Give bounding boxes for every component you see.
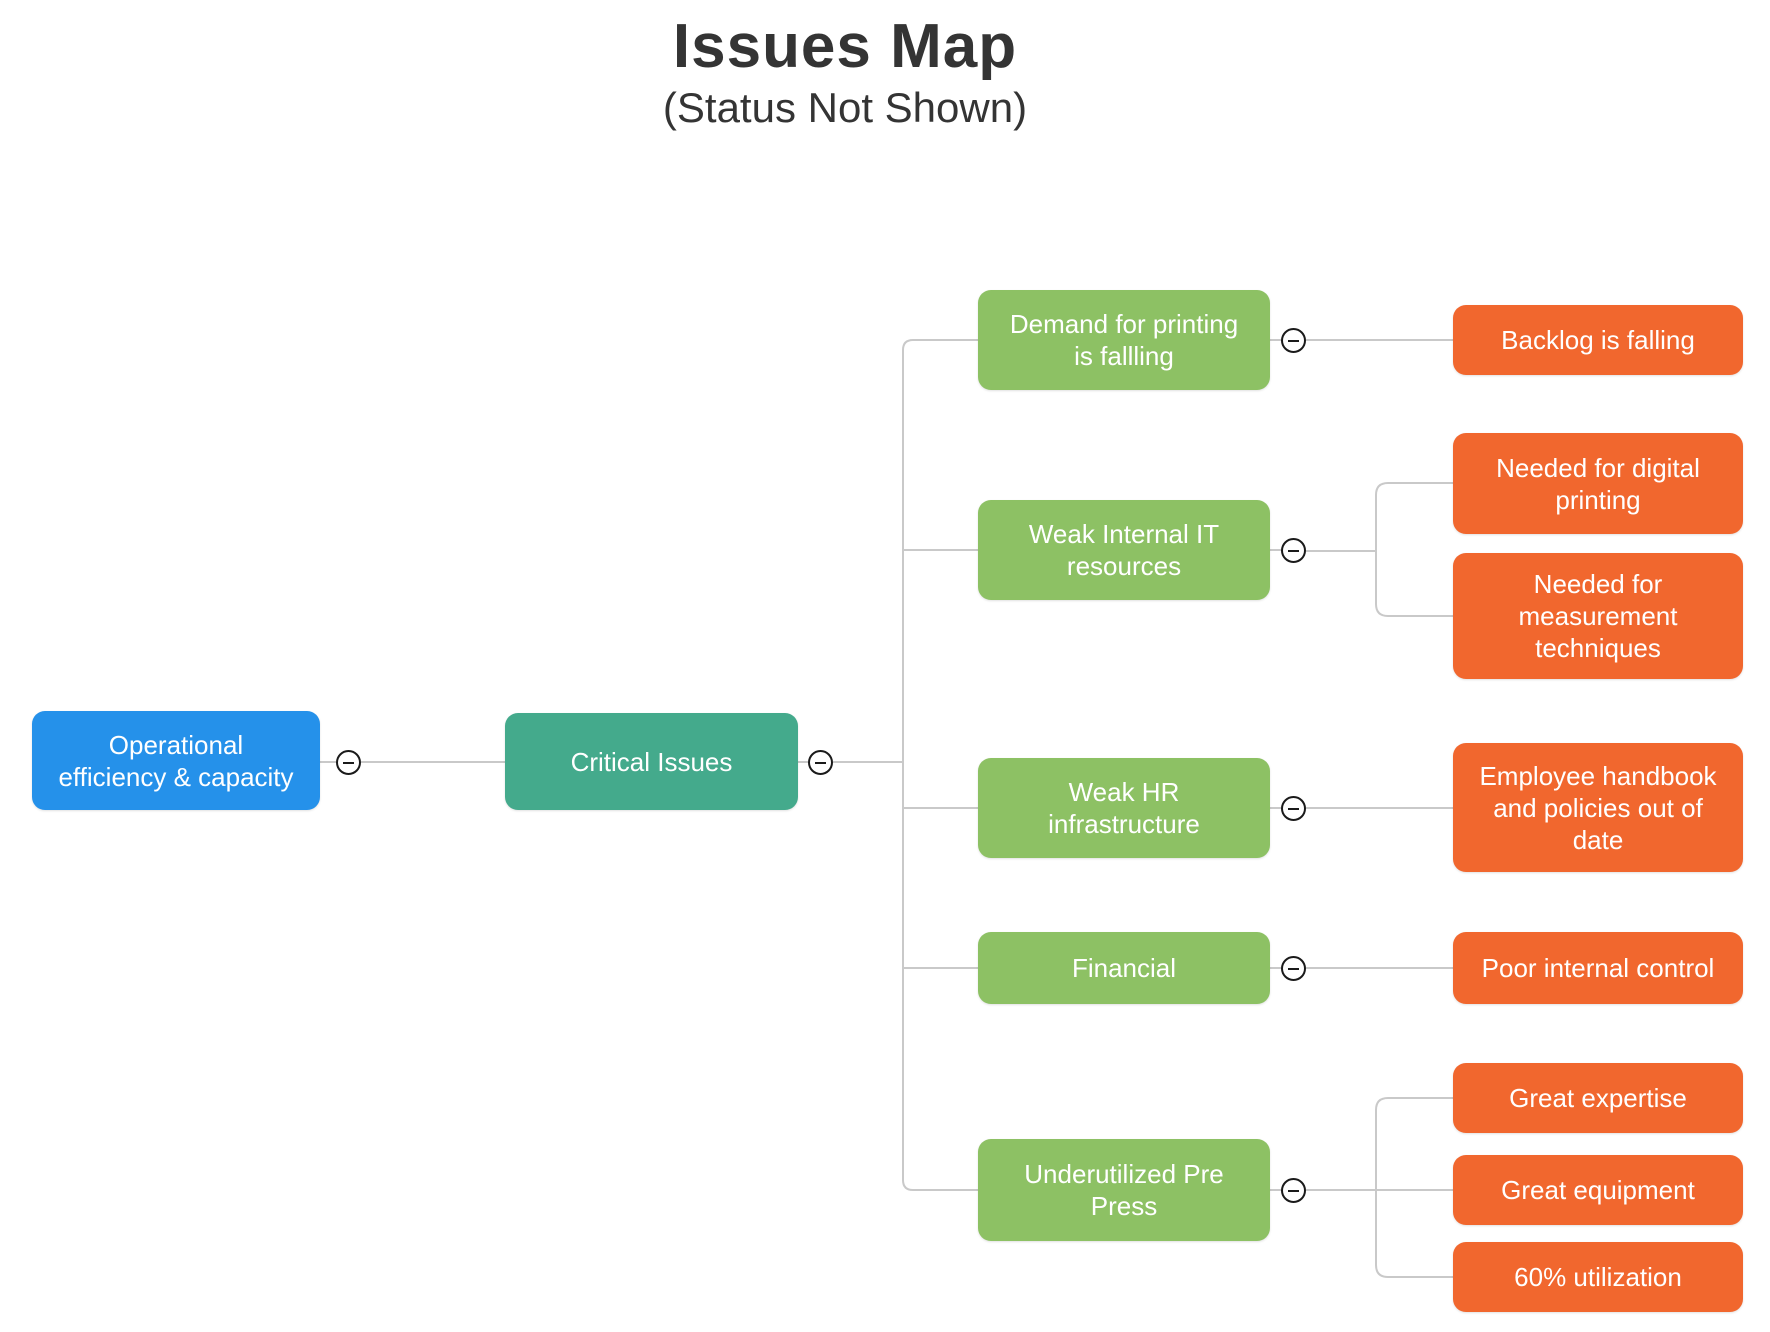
node-financial[interactable]: Financial [978, 932, 1270, 1004]
collapse-button-underutilized-pre-press[interactable] [1281, 1178, 1306, 1203]
collapse-button-critical-issues[interactable] [808, 750, 833, 775]
node-operational-efficiency[interactable]: Operational efficiency & capacity [32, 711, 320, 810]
node-great-equipment[interactable]: Great equipment [1453, 1155, 1743, 1225]
node-label: Great expertise [1509, 1083, 1687, 1113]
node-poor-internal-control[interactable]: Poor internal control [1453, 932, 1743, 1004]
node-backlog-is-falling[interactable]: Backlog is falling [1453, 305, 1743, 375]
collapse-button-operational-efficiency[interactable] [336, 750, 361, 775]
node-label: Critical Issues [570, 746, 733, 777]
node-label: Demand for printing is fallling [1009, 309, 1239, 371]
node-label: Financial [1071, 953, 1177, 983]
node-weak-hr-infrastructure[interactable]: Weak HR infrastructure [978, 758, 1270, 858]
node-label: 60% utilization [1514, 1262, 1682, 1292]
page-title: Issues Map [672, 12, 1018, 81]
node-employee-handbook-out-of-date[interactable]: Employee handbook and policies out of da… [1453, 743, 1743, 872]
node-label: Weak Internal IT resources [1028, 519, 1220, 581]
node-60-percent-utilization[interactable]: 60% utilization [1453, 1242, 1743, 1312]
collapse-button-financial[interactable] [1281, 956, 1306, 981]
node-label: Employee handbook and policies out of da… [1479, 760, 1717, 855]
node-great-expertise[interactable]: Great expertise [1453, 1063, 1743, 1133]
collapse-button-weak-hr-infrastructure[interactable] [1281, 796, 1306, 821]
map-header: Issues Map (Status Not Shown) [0, 12, 1690, 132]
node-needed-for-digital-printing[interactable]: Needed for digital printing [1453, 433, 1743, 534]
node-label: Operational efficiency & capacity [58, 729, 294, 792]
node-critical-issues[interactable]: Critical Issues [505, 713, 798, 810]
node-label: Poor internal control [1481, 953, 1715, 983]
node-label: Backlog is falling [1501, 325, 1695, 355]
node-demand-for-printing[interactable]: Demand for printing is fallling [978, 290, 1270, 390]
node-needed-for-measurement-techniques[interactable]: Needed for measurement techniques [1453, 553, 1743, 679]
node-label: Needed for measurement techniques [1518, 569, 1678, 663]
node-label: Great equipment [1501, 1175, 1695, 1205]
node-label: Underutilized Pre Press [1024, 1159, 1224, 1221]
node-weak-internal-it[interactable]: Weak Internal IT resources [978, 500, 1270, 600]
page-subtitle: (Status Not Shown) [662, 84, 1028, 131]
collapse-button-weak-internal-it[interactable] [1281, 538, 1306, 563]
node-underutilized-pre-press[interactable]: Underutilized Pre Press [978, 1139, 1270, 1241]
node-label: Needed for digital printing [1496, 452, 1700, 515]
node-label: Weak HR infrastructure [1048, 777, 1200, 839]
collapse-button-demand-for-printing[interactable] [1281, 328, 1306, 353]
